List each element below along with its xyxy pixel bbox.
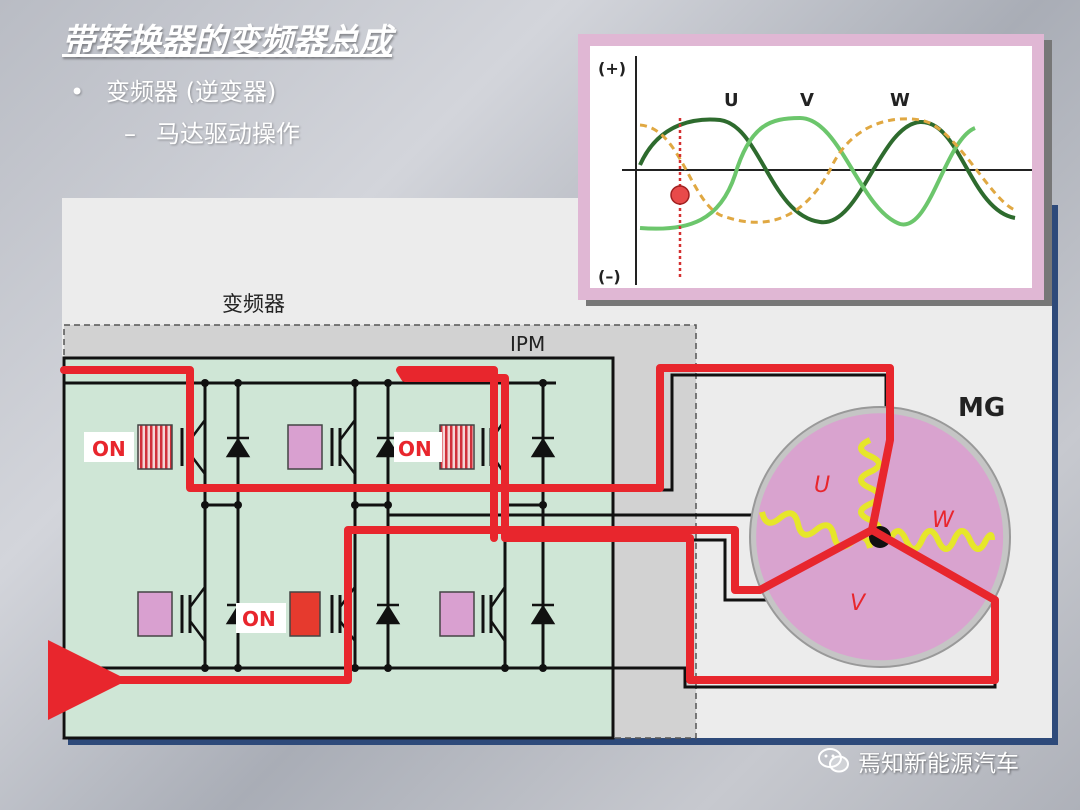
wave-u [638, 117, 1016, 225]
on-label-1: ON [92, 437, 126, 461]
axis-plus-label: (+) [598, 59, 626, 78]
motor-label: MG [958, 393, 1005, 423]
bullet-text: 变频器 (逆变器) [106, 78, 277, 106]
wave-u-label: U [724, 90, 739, 111]
ipm-box [62, 356, 615, 740]
inverter-label: 变频器 [222, 292, 285, 316]
junction-dots [201, 379, 547, 672]
axis-minus-label: (–) [598, 267, 621, 286]
wave-v [639, 115, 976, 231]
current-path [47, 364, 999, 720]
igbt-lower-u [137, 586, 206, 642]
coil-w-label: W [932, 508, 955, 533]
on-label-2: ON [398, 437, 432, 461]
wave-w [639, 117, 1016, 224]
time-marker-dot [670, 185, 690, 205]
coil-u-label: U [814, 473, 830, 498]
watermark-text: 焉知新能源汽车 [858, 751, 1019, 777]
bullet-item: • 变频器 (逆变器) [70, 72, 276, 107]
wechat-icon [818, 748, 849, 773]
slide-title: 带转换器的变频器总成 [62, 21, 392, 60]
wave-w-label: W [890, 90, 910, 111]
on-label-1-box: ON [84, 432, 134, 462]
on-label-3-box: ON [236, 603, 286, 633]
igbt-upper-v [287, 419, 356, 475]
bullet-dot: • [70, 78, 85, 106]
sub-bullet-dash: – [124, 120, 136, 148]
igbt-lower-w [439, 586, 507, 642]
wave-v-label: V [800, 90, 814, 111]
sub-bullet-text: 马达驱动操作 [156, 120, 300, 148]
coil-w [887, 528, 995, 552]
sub-bullet-item: –马达驱动操作 [124, 114, 300, 149]
coil-v-label: V [850, 591, 867, 616]
on-label-2-box: ON [394, 432, 442, 462]
on-label-3: ON [242, 607, 276, 631]
watermark: 焉知新能源汽车 [818, 744, 1019, 778]
ipm-label: IPM [510, 332, 545, 356]
waveform-panel: (+) (–) U V W [578, 34, 1052, 306]
